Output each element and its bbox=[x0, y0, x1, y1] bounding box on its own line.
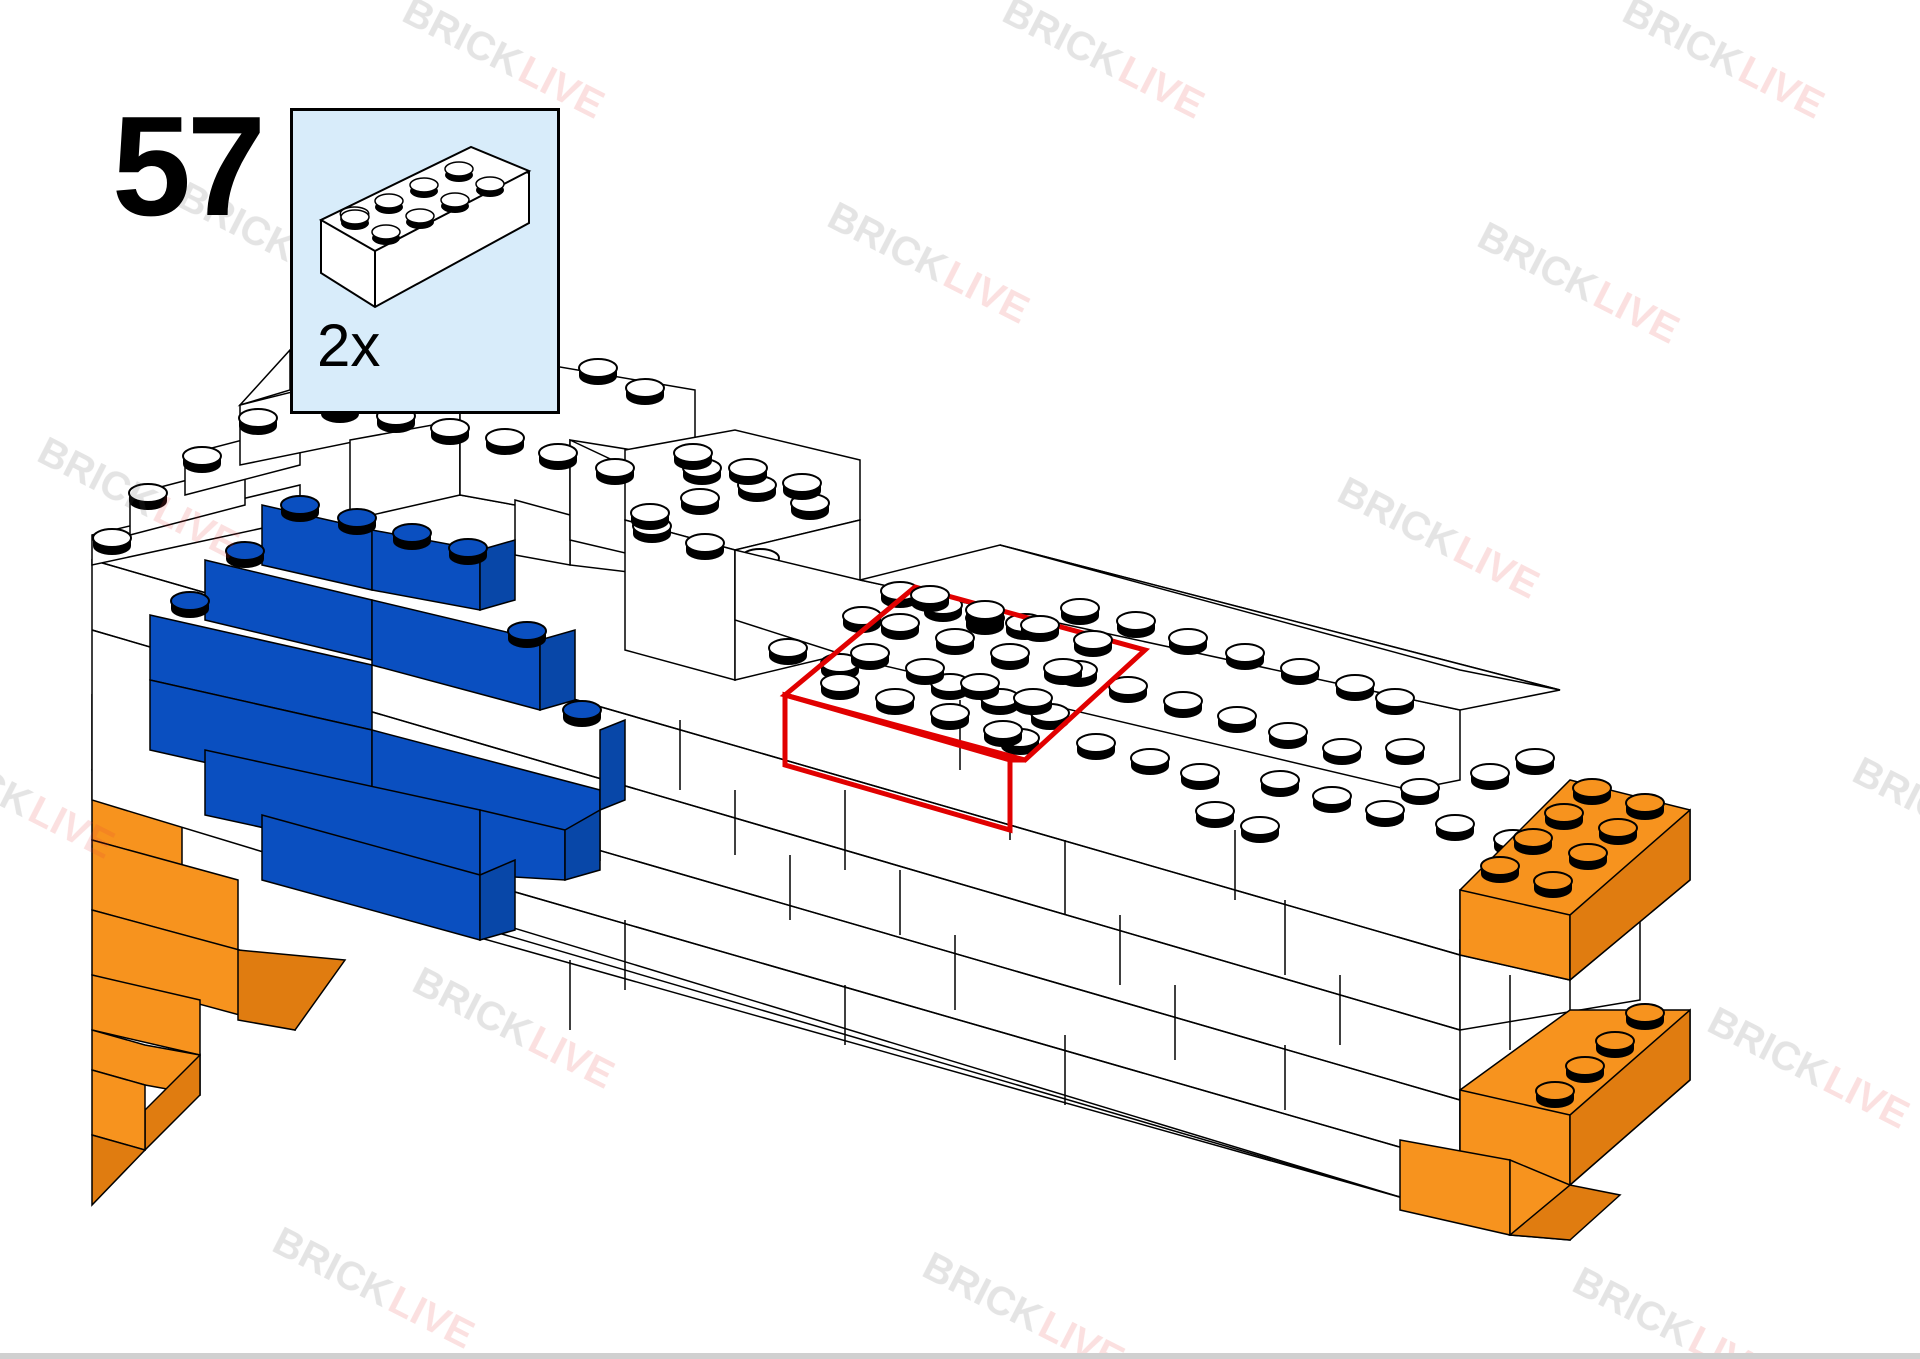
svg-text:LIVE: LIVE bbox=[1032, 1303, 1131, 1359]
svg-text:LIVE: LIVE bbox=[1732, 48, 1831, 128]
parts-callout: 2x bbox=[290, 108, 560, 414]
svg-text:LIVE: LIVE bbox=[1587, 273, 1686, 353]
watermark-brick: BRICK bbox=[396, 0, 529, 86]
svg-text:BRICK: BRICK bbox=[31, 429, 164, 526]
svg-text:BRICK: BRICK bbox=[1701, 999, 1834, 1096]
svg-text:LIVE: LIVE bbox=[382, 1278, 481, 1358]
step-number: 57 bbox=[112, 87, 266, 246]
svg-text:LIVE: LIVE bbox=[937, 253, 1036, 333]
svg-text:BRICK: BRICK bbox=[1331, 469, 1464, 566]
svg-text:LIVE: LIVE bbox=[1447, 528, 1546, 608]
svg-text:BRICK: BRICK bbox=[996, 0, 1129, 86]
svg-text:LIVE: LIVE bbox=[1112, 48, 1211, 128]
svg-text:BRICK: BRICK bbox=[1616, 0, 1749, 86]
svg-text:LIVE: LIVE bbox=[1817, 1058, 1916, 1138]
svg-text:BRICK: BRICK bbox=[1471, 214, 1604, 311]
white-2x4-brick-icon bbox=[318, 145, 532, 309]
parts-quantity: 2x bbox=[317, 312, 381, 379]
bottom-border bbox=[0, 1353, 1920, 1359]
svg-text:BRICK: BRICK bbox=[1566, 1259, 1699, 1356]
orange-left-structure bbox=[91, 694, 347, 1207]
orange-right-bricks bbox=[1399, 779, 1691, 1241]
svg-text:LIVE: LIVE bbox=[522, 1018, 621, 1098]
svg-text:BRICK: BRICK bbox=[821, 194, 954, 291]
svg-text:BRICK: BRICK bbox=[916, 1244, 1049, 1341]
svg-text:BRICK: BRICK bbox=[266, 1219, 399, 1316]
blue-bricks bbox=[149, 504, 626, 941]
svg-text:LIVE: LIVE bbox=[1682, 1318, 1781, 1359]
svg-text:BRICK: BRICK bbox=[406, 959, 539, 1056]
highlighted-new-brick bbox=[779, 584, 1151, 834]
svg-text:BRICK: BRICK bbox=[1846, 749, 1920, 846]
